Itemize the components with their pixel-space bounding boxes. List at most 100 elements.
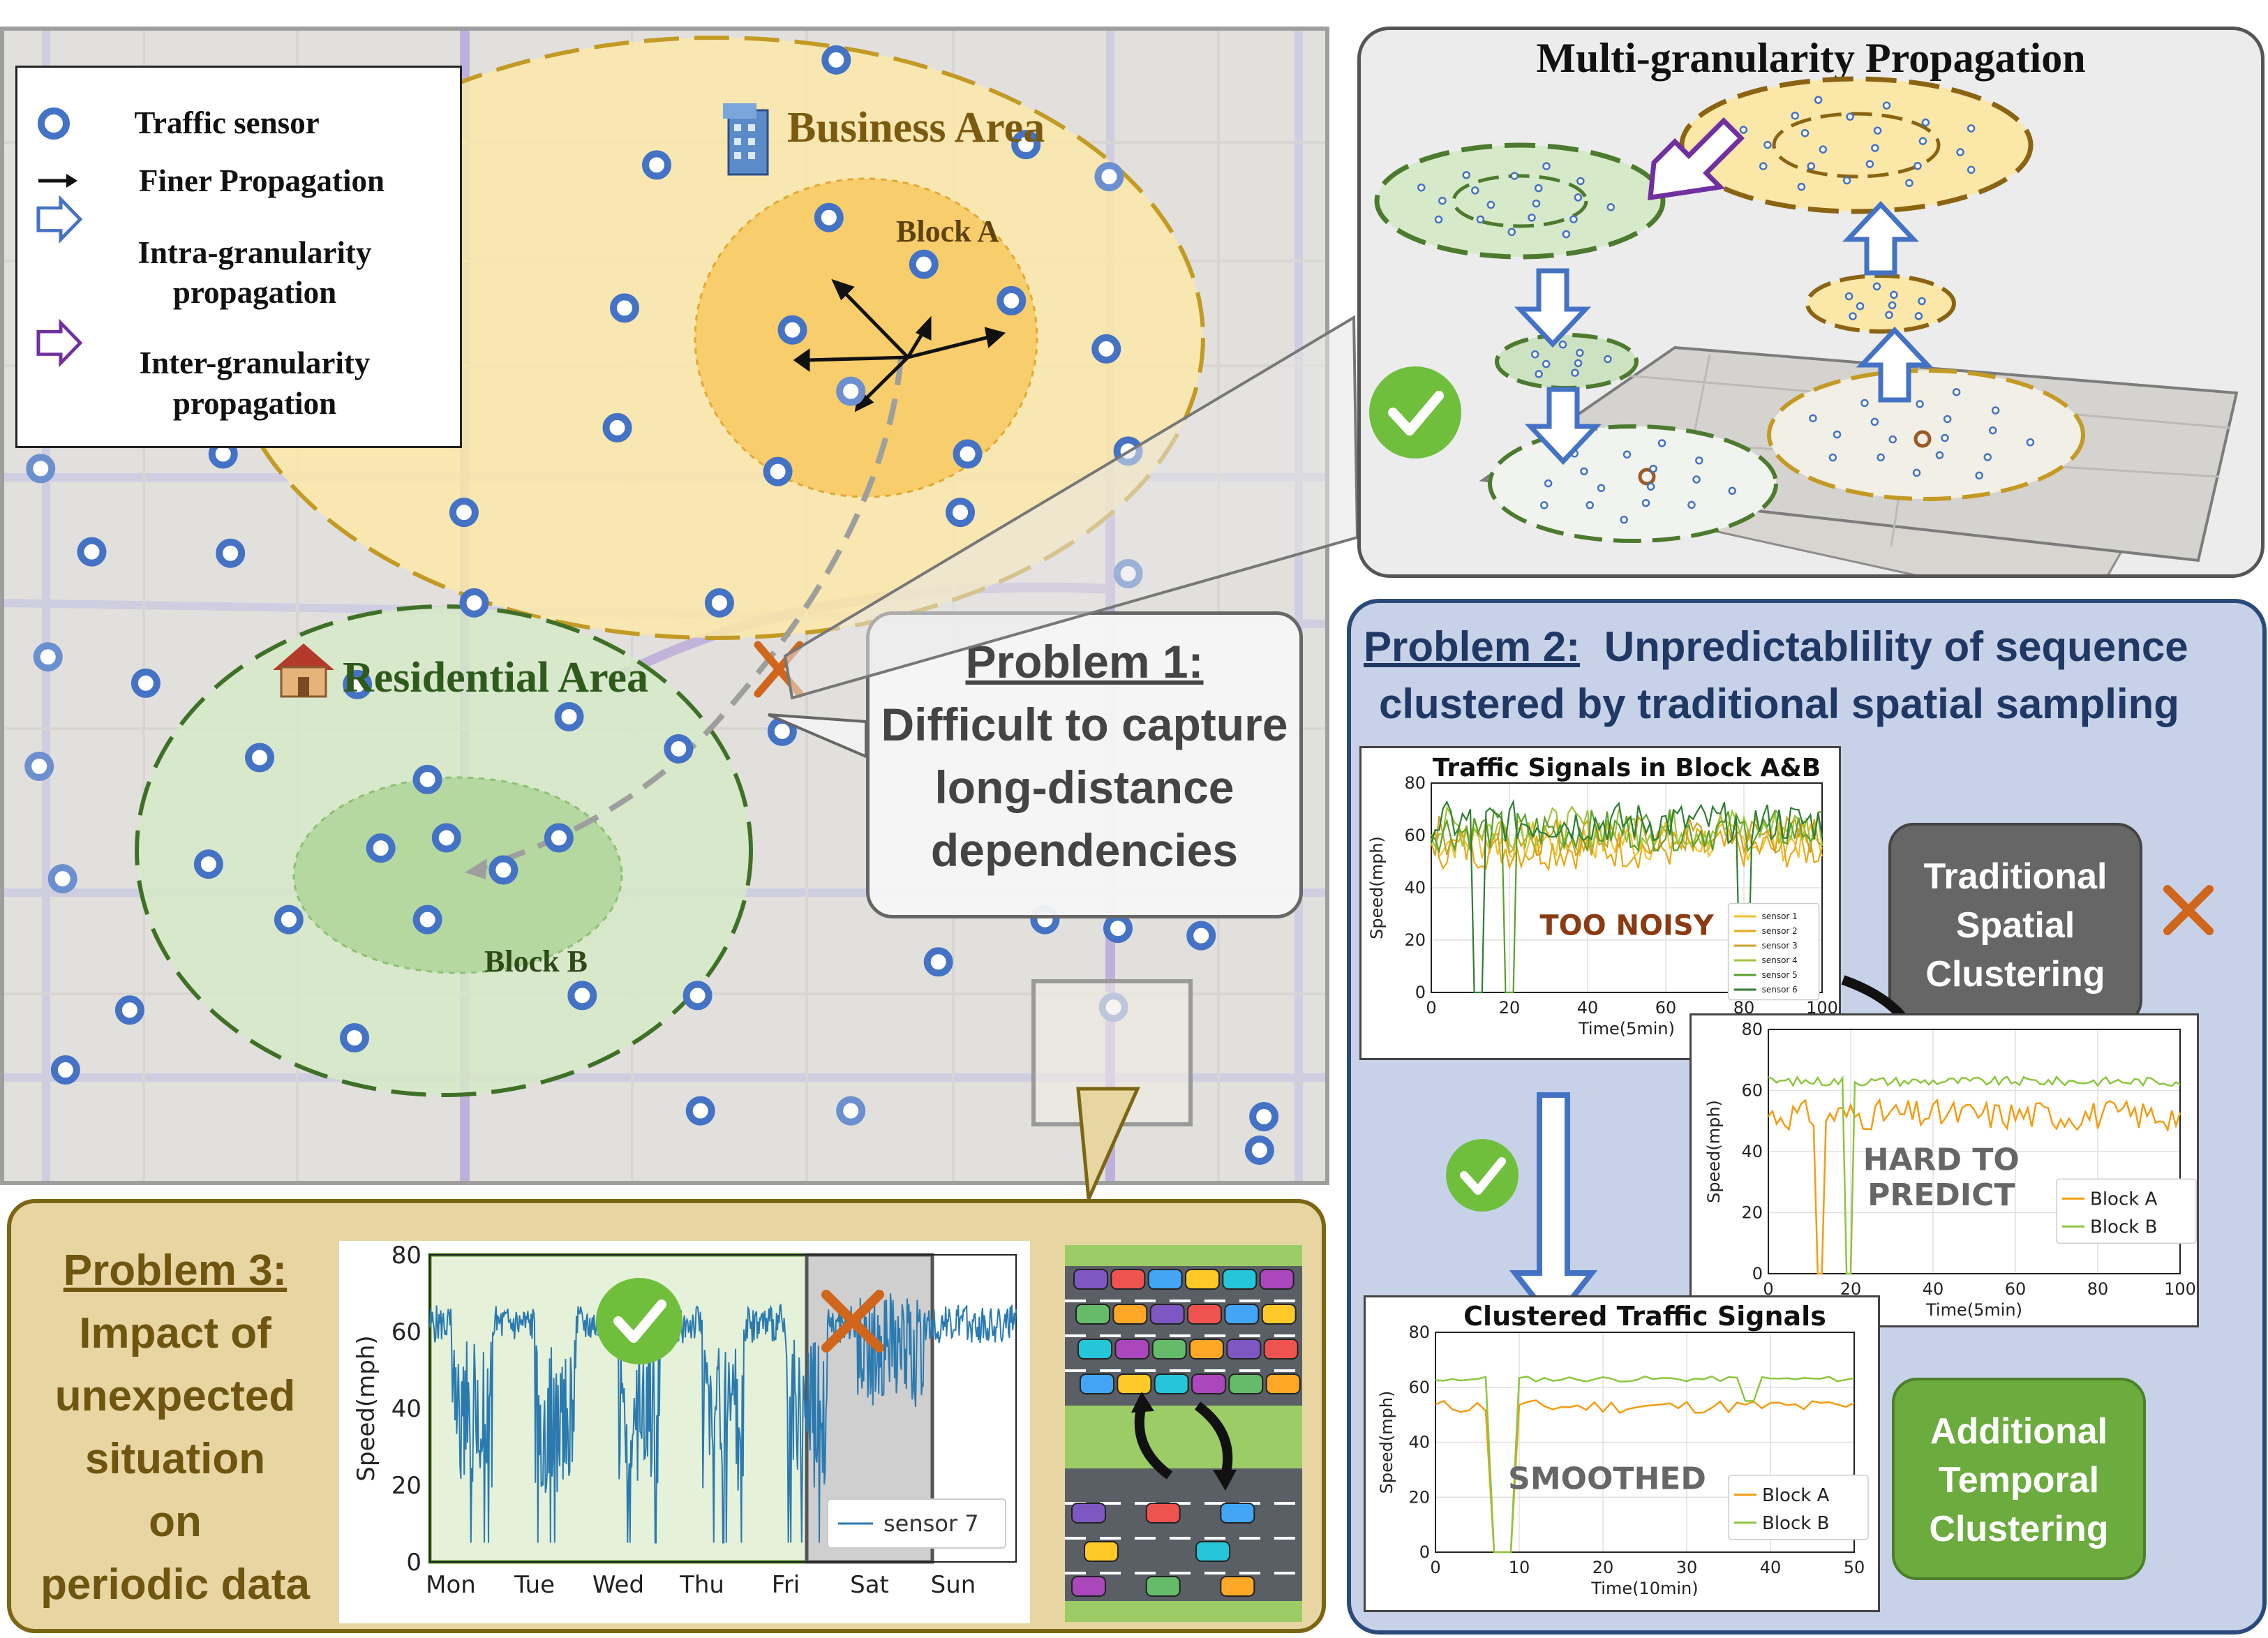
- problem1-title: Problem 1:: [965, 636, 1204, 687]
- check-mark: [613, 1300, 666, 1343]
- car-icon: [1185, 1269, 1220, 1290]
- car-icon: [1226, 1339, 1262, 1360]
- traffic-sensor-icon: [1011, 130, 1041, 160]
- traffic-sensor-icon: [946, 498, 976, 528]
- mgp-sensor-dot: [1846, 112, 1854, 121]
- mgp-sensor-dot: [1935, 451, 1944, 459]
- legend-inter-arrow-icon: [36, 318, 83, 368]
- mgp-sensor-dot: [1882, 101, 1891, 110]
- mgp-sensor-dot: [1528, 214, 1536, 222]
- traffic-sensor-icon: [641, 150, 671, 180]
- mgp-sensor-dot: [1807, 162, 1816, 170]
- mgp-sensor-dot: [1890, 290, 1898, 299]
- chart-title: Traffic Signals in Block A&B: [1433, 754, 1821, 782]
- traffic-sensor-icon: [685, 1096, 715, 1126]
- y-tick-label: 20: [391, 1472, 421, 1500]
- legend-entry: Block B: [2090, 1216, 2157, 1237]
- mgp-sensor-dot: [1542, 162, 1551, 170]
- car-icon: [1075, 1304, 1110, 1325]
- traffic-sensor-icon: [1091, 334, 1121, 364]
- legend: Traffic sensor Finer Propagation Intra-g…: [15, 66, 462, 448]
- mgp-sensor-dot: [1872, 282, 1881, 291]
- x-tick-label: Mon: [426, 1571, 476, 1599]
- mgp-sensor-dot: [1434, 215, 1443, 224]
- mgp-sensor-dot: [1828, 453, 1837, 462]
- traffic-sensor-icon: [130, 668, 161, 698]
- x-tick-label: 0: [1763, 1279, 1773, 1299]
- traffic-sensor-icon: [664, 734, 694, 764]
- mgp-sensor-dot: [1534, 184, 1543, 193]
- legend-sensor-icon: [38, 107, 70, 140]
- additional-line3: Clustering: [1929, 1509, 2109, 1549]
- legend-intra-label-1: Intra-granularity: [137, 235, 372, 270]
- car-icon: [1220, 1503, 1255, 1524]
- chart-annotation: SMOOTHED: [1508, 1461, 1706, 1496]
- mgp-sensor-dot: [1562, 230, 1571, 239]
- mgp-sensor-dot: [1438, 196, 1447, 205]
- car-icon: [1073, 1269, 1108, 1290]
- legend-entry: sensor 1: [1762, 911, 1798, 921]
- block-a-label: Block A: [896, 214, 999, 248]
- traffic-sensor-icon: [554, 701, 584, 731]
- traffic-sensor-icon: [1094, 162, 1124, 192]
- y-tick-label: 20: [1404, 930, 1426, 950]
- mgp-sensor-dot: [1912, 468, 1921, 477]
- y-tick-label: 80: [391, 1242, 421, 1270]
- car-icon: [1259, 1269, 1295, 1290]
- y-tick-label: 60: [1404, 826, 1426, 845]
- mgp-sensor-dot: [1967, 124, 1976, 133]
- mgp-sensor-dot: [1809, 414, 1817, 423]
- mgp-sensor-dot: [1649, 464, 1657, 473]
- mgp-sensor-dot: [1943, 415, 1952, 424]
- chart-legend: [827, 1498, 1006, 1549]
- mgp-green-mid-ellipse: [1495, 333, 1639, 390]
- mgp-sensor-dot: [1913, 161, 1922, 170]
- chart-title: Clustered Traffic Signals: [1463, 1301, 1826, 1332]
- plot-frame: [429, 1254, 1017, 1563]
- x-tick-label: Tue: [514, 1571, 555, 1599]
- x-axis-label: Time(5min): [1578, 1019, 1675, 1038]
- traffic-sensor-icon: [997, 285, 1027, 315]
- mgp-green-map-ellipse: [1488, 424, 1778, 543]
- mgp-sensor-dot: [1921, 118, 1930, 127]
- block-b-line: [1768, 1075, 2181, 1275]
- traffic-sensor-icon: [1186, 921, 1216, 951]
- legend-entry: sensor 4: [1762, 955, 1798, 965]
- x-axis-label: Time(10min): [1590, 1579, 1698, 1598]
- x-tick-label: 0: [1426, 998, 1436, 1018]
- city-map-panel: Traffic sensor Finer Propagation Intra-g…: [0, 27, 1329, 1185]
- mgp-sensor-dot: [1918, 137, 1927, 145]
- car-icon: [1084, 1541, 1119, 1562]
- car-icon: [1189, 1339, 1224, 1360]
- traffic-sensor-icon: [412, 764, 442, 794]
- mgp-sensor-dot: [1571, 368, 1579, 377]
- mgp-sensor-dot: [1576, 348, 1584, 357]
- mgp-sensor-dot: [2026, 438, 2035, 447]
- plot-frame: [1431, 782, 1823, 993]
- x-tick-label: 100: [2164, 1279, 2196, 1299]
- traffic-sensor-icon: [1113, 436, 1143, 466]
- mgp-sensor-dot: [1597, 484, 1606, 493]
- problem1-line3: dependencies: [930, 824, 1239, 876]
- legend-finer-label: Finer Propagation: [138, 163, 385, 198]
- mgp-sensor-dot: [1800, 128, 1810, 137]
- traffic-sensor-icon: [77, 537, 107, 567]
- traffic-sensor-icon: [836, 1096, 866, 1126]
- mgp-sensor-dot: [1991, 406, 2000, 415]
- legend-inter-label-2: propagation: [172, 386, 337, 421]
- mgp-check-icon: [1369, 366, 1461, 459]
- residential-area-title: Residential Area: [343, 654, 648, 701]
- problem2-panel: Problem 2: Unpredictablility of sequence…: [1347, 599, 2267, 1635]
- block-b-line: [1435, 1375, 1855, 1554]
- traffic-sensor-icon: [459, 588, 489, 618]
- mgp-sensor-dot: [1606, 203, 1616, 211]
- legend-icons: [36, 107, 83, 368]
- mgp-sensor-dot: [1695, 456, 1703, 465]
- mgp-sensor-dot: [1574, 193, 1583, 202]
- traffic-sensor-icon: [1103, 914, 1133, 944]
- chart-annotation: HARD TO: [1863, 1142, 2020, 1177]
- problem3-line5: periodic data: [40, 1561, 310, 1609]
- car-icon: [1154, 1373, 1189, 1394]
- mgp-sensor-dot: [1646, 482, 1655, 491]
- mgp-sensor-dot: [1580, 467, 1588, 476]
